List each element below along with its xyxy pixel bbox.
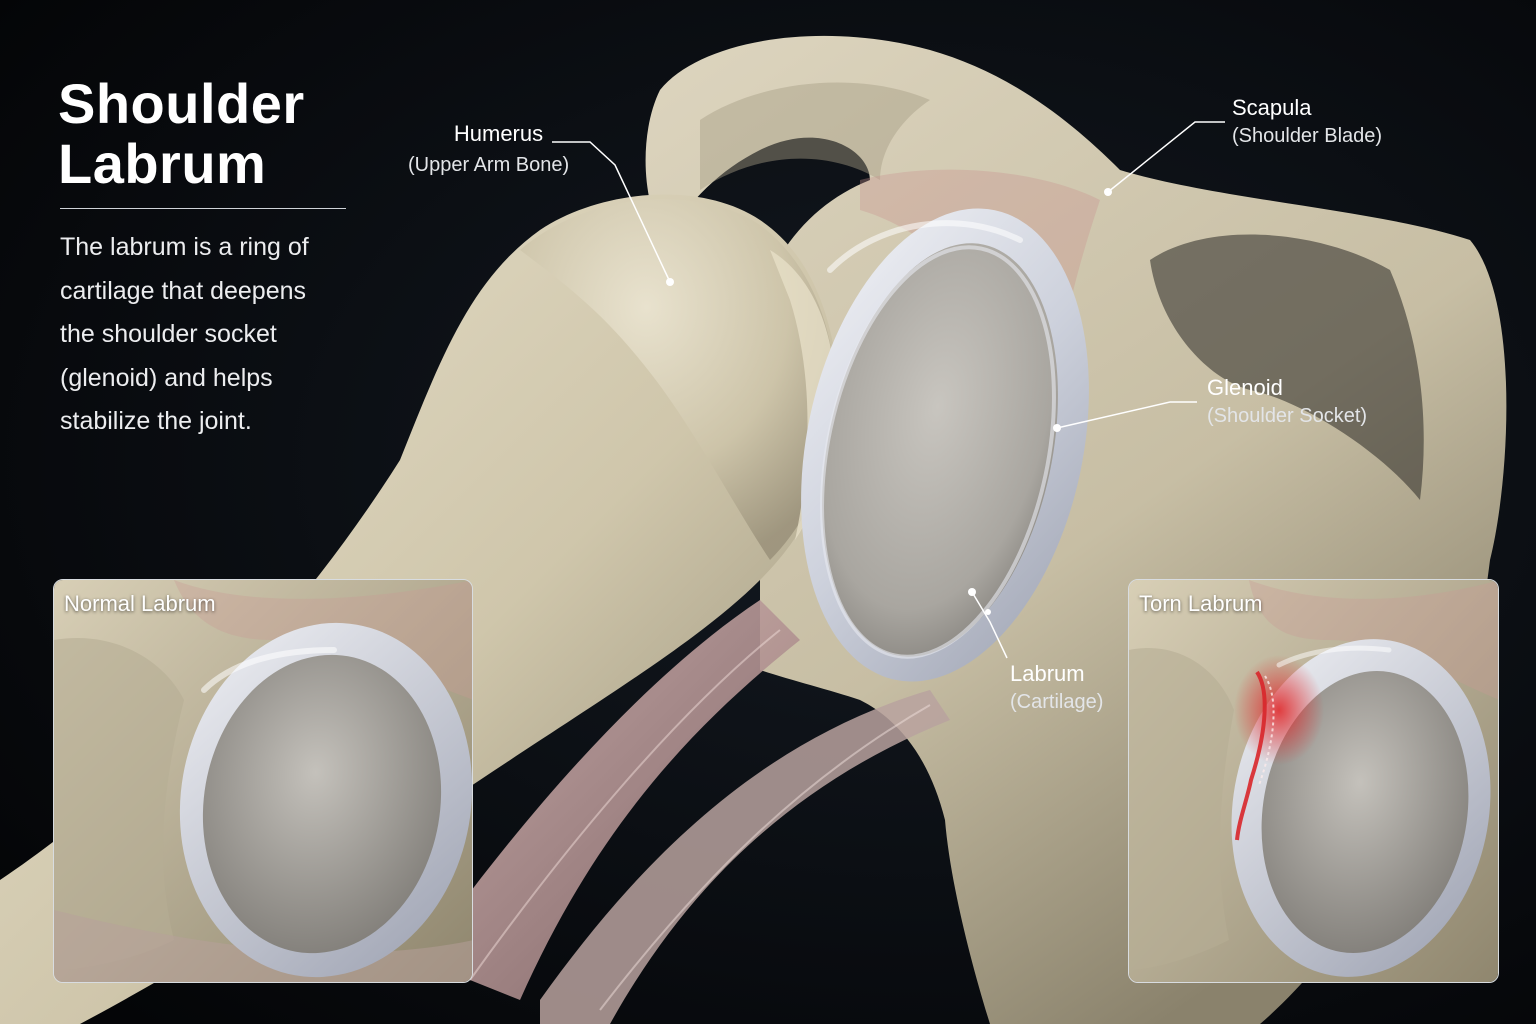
- tear-highlight: [1234, 655, 1324, 765]
- scapula-leader: [1107, 121, 1225, 193]
- humerus-label-sub: (Upper Arm Bone): [408, 154, 570, 176]
- humerus-label: Humerus: [446, 120, 551, 148]
- scapula-label-sub: (Shoulder Blade): [1232, 125, 1383, 147]
- torn-labrum-title: Torn Labrum: [1139, 591, 1263, 616]
- scapula-label: Scapula (Shoulder Blade): [1232, 94, 1382, 150]
- glenoid-label: Glenoid (Shoulder Socket): [1207, 374, 1367, 430]
- torn-labrum-inset: Torn Labrum: [1128, 579, 1499, 983]
- labrum-label-name: Labrum: [1010, 661, 1085, 686]
- scapula-label-name: Scapula: [1232, 95, 1312, 120]
- humerus-label-sub-wrap: (Upper Arm Bone): [408, 151, 569, 179]
- title-divider: [60, 208, 346, 209]
- torn-labrum-image: [1129, 580, 1498, 982]
- leader-dots: [666, 188, 1112, 615]
- tear-edge: [1235, 670, 1267, 841]
- labrum-leader: [971, 591, 1008, 659]
- normal-labrum-inset: Normal Labrum: [53, 579, 473, 983]
- normal-labrum-image: [54, 580, 472, 982]
- humerus-label-name: Humerus: [453, 121, 544, 146]
- description-text: The labrum is a ring of cartilage that d…: [60, 233, 309, 435]
- glenoid-socket: [822, 243, 1058, 657]
- humerus-leader: [552, 141, 671, 283]
- labrum-label-sub: (Cartilage): [1010, 691, 1104, 713]
- normal-labrum-title: Normal Labrum: [64, 591, 216, 616]
- glenoid-label-sub: (Shoulder Socket): [1207, 405, 1368, 427]
- labrum-label: Labrum (Cartilage): [1010, 660, 1103, 716]
- glenoid-label-name: Glenoid: [1207, 375, 1283, 400]
- page-title: Shoulder Labrum: [58, 72, 305, 195]
- glenoid-leader: [1056, 401, 1197, 429]
- leader-lines: [552, 121, 1225, 659]
